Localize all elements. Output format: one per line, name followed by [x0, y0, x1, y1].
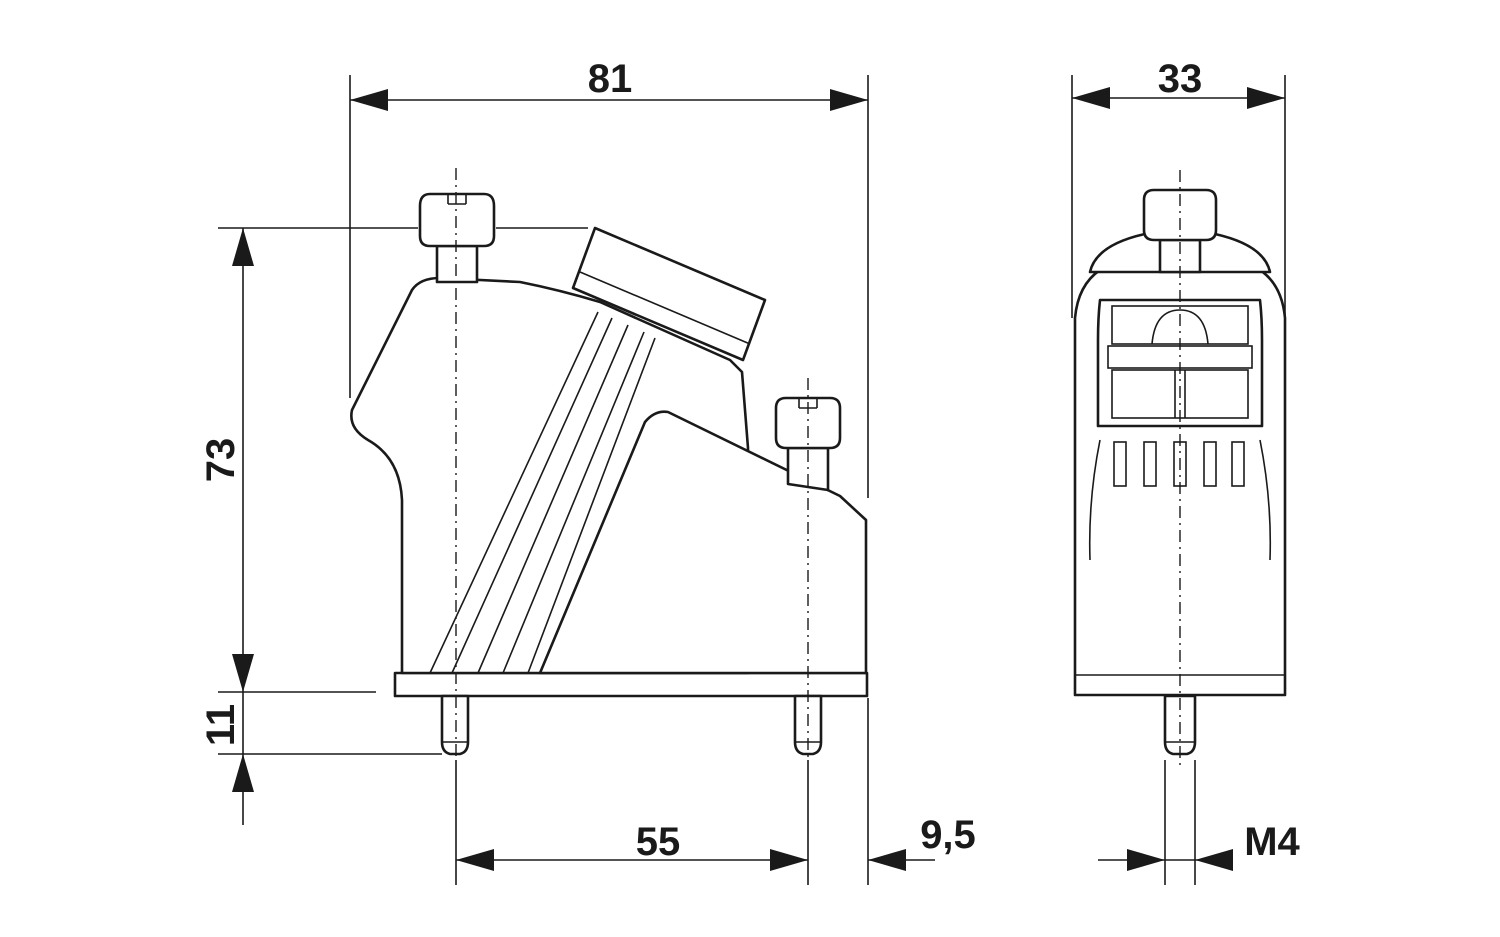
side-screw-right	[774, 396, 842, 492]
side-screw-left	[418, 192, 496, 284]
dimension-33-label: 33	[1158, 57, 1203, 101]
dimension-11-label: 11	[199, 704, 243, 746]
dimension-81: 81	[349, 57, 869, 498]
dimension-55: 55	[455, 698, 869, 885]
side-front-body	[538, 410, 868, 675]
dimension-73: 73	[199, 227, 588, 693]
side-cable-ribs	[429, 311, 656, 674]
dimension-55-label: 55	[636, 820, 681, 864]
dimension-81-label: 81	[588, 57, 633, 101]
dimension-33: 33	[1071, 57, 1286, 318]
dimension-9-5-label: 9,5	[920, 813, 976, 857]
dimension-m4: M4	[1098, 760, 1301, 885]
dimension-m4-label: M4	[1244, 820, 1300, 864]
dimension-73-label: 73	[199, 438, 243, 483]
front-view	[1073, 170, 1287, 770]
side-view	[350, 168, 869, 760]
dimension-9-5: 9,5	[868, 813, 976, 871]
dimension-11: 11	[199, 692, 442, 825]
side-latch-block	[571, 226, 767, 362]
side-base-plate	[393, 671, 869, 698]
side-pin-left	[440, 694, 470, 756]
